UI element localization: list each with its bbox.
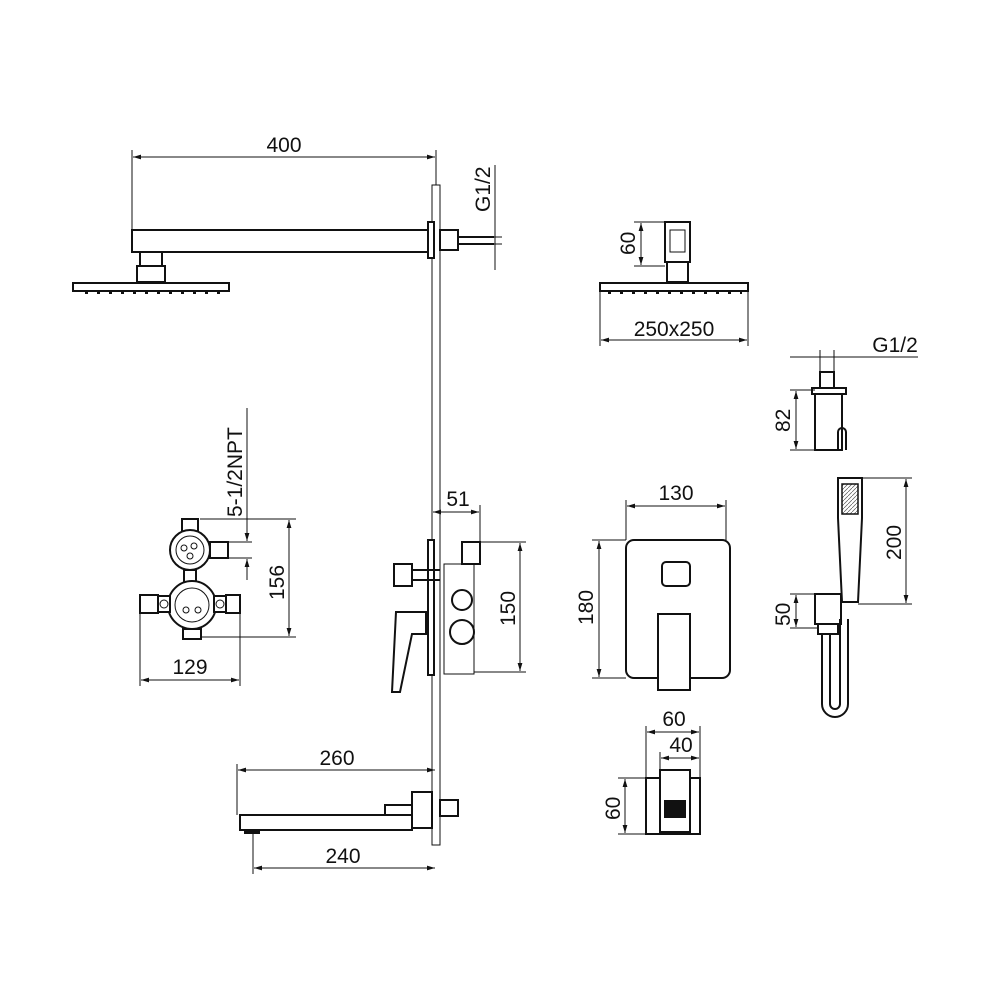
- dim-label: 400: [266, 134, 301, 157]
- tub-spout: 260 240: [236, 747, 459, 874]
- hand-shower: 200 50: [772, 477, 912, 718]
- dim-label: 50: [772, 603, 795, 626]
- dim-label: 130: [658, 482, 693, 505]
- mixer-side-view: 51 150: [390, 488, 526, 693]
- shower-head-front-view: 250x250 60: [599, 221, 749, 346]
- wall-outlet-holder: G1/2 82: [772, 334, 918, 451]
- dim-arm-length: 400: [131, 134, 437, 230]
- dim-label: 260: [319, 747, 354, 770]
- dim-label: 180: [575, 590, 598, 625]
- dim-label: 250x250: [634, 318, 715, 341]
- dim-label: 156: [266, 565, 289, 600]
- diverter-front-view: 60 40 60: [602, 708, 701, 835]
- dim-label: 60: [602, 797, 625, 820]
- mixer-plate-front-view: 130 180: [575, 482, 731, 691]
- dim-label: 129: [172, 656, 207, 679]
- rough-in-valve: 156 5-1/2NPT 129: [139, 408, 296, 686]
- dim-label: 240: [325, 845, 360, 868]
- dim-label: 51: [446, 488, 469, 511]
- dim-label: 150: [497, 591, 520, 626]
- dim-label: 60: [617, 232, 640, 255]
- dim-label: 60: [662, 708, 685, 731]
- dim-label: G1/2: [472, 166, 495, 212]
- dim-arm-thread: G1/2: [472, 165, 502, 270]
- wall-section: [431, 184, 441, 846]
- shower-arm-side-view: [72, 221, 494, 294]
- dim-label: G1/2: [872, 334, 918, 357]
- dim-label: 40: [669, 734, 692, 757]
- dim-label: 200: [883, 525, 906, 560]
- dim-label: 5-1/2NPT: [224, 427, 247, 517]
- dim-label: 82: [772, 409, 795, 432]
